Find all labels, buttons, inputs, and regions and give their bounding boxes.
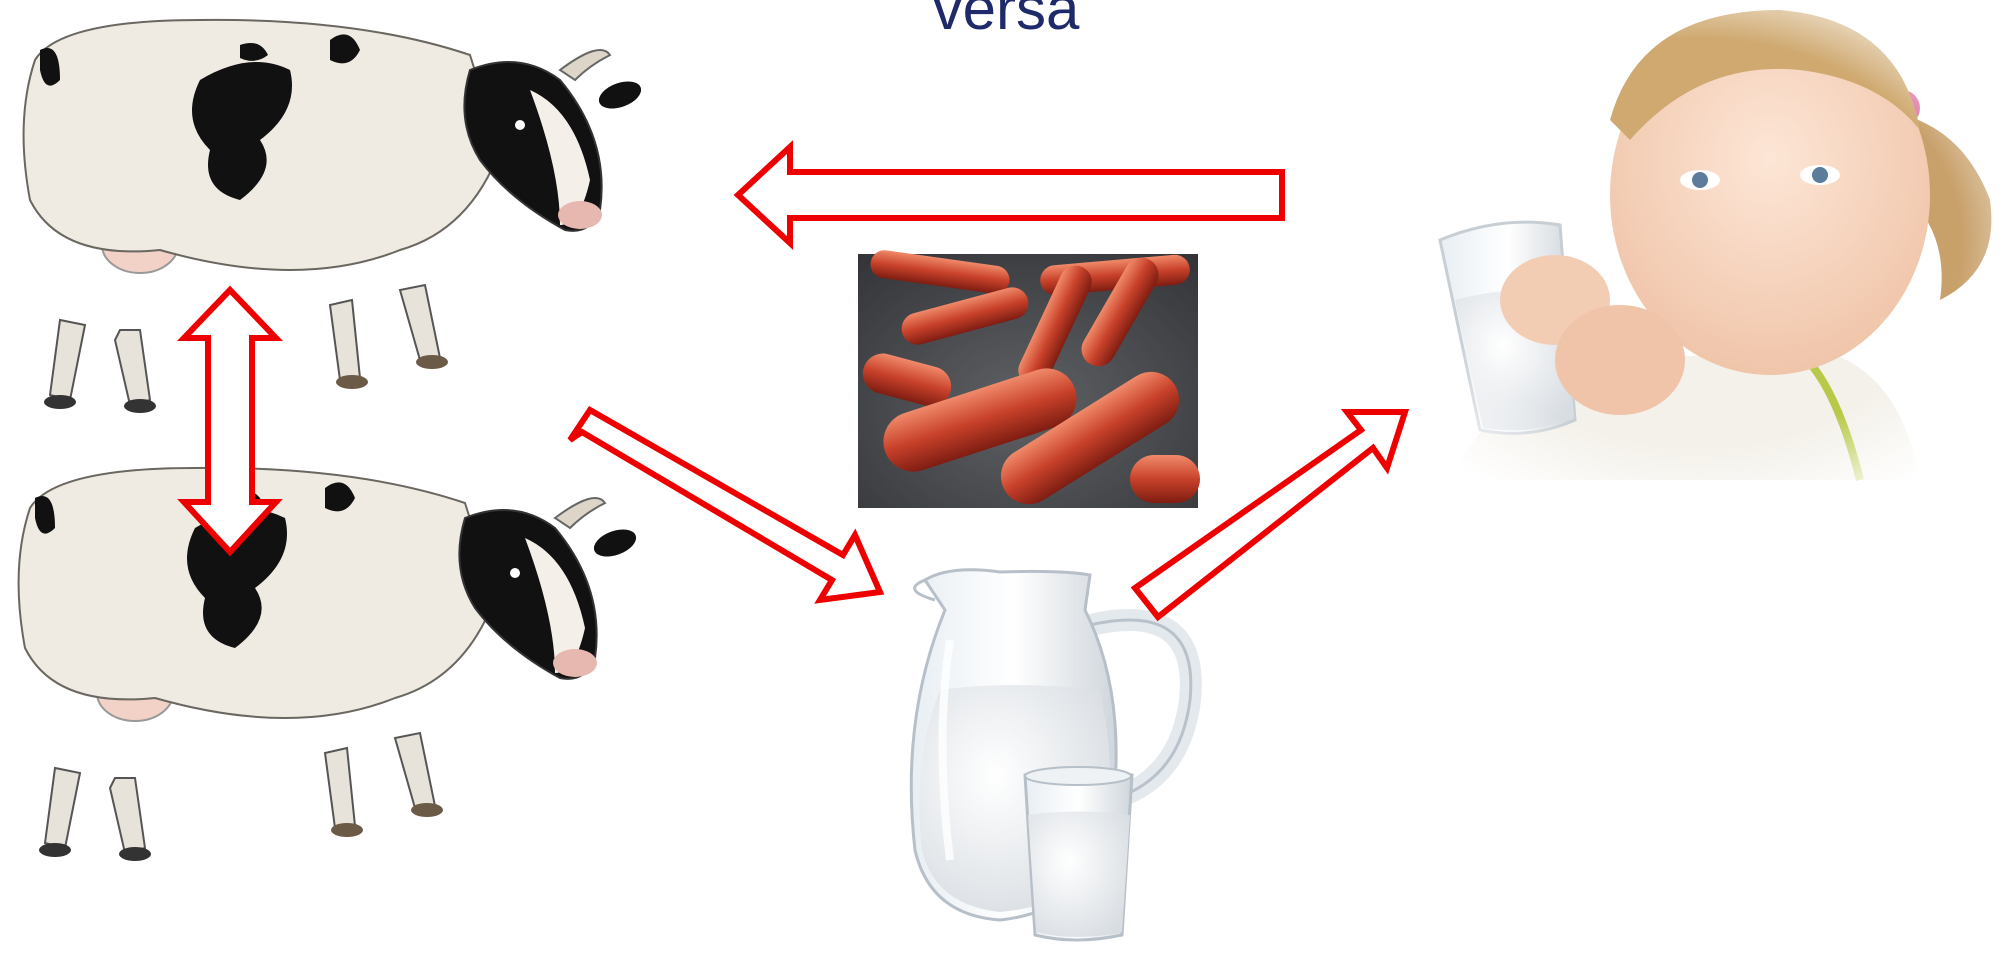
milk-image <box>911 570 1191 940</box>
arrow-cow-to-milk <box>570 410 880 600</box>
arrow-cows-bidirectional <box>184 290 276 552</box>
bacteria-image <box>858 248 1200 514</box>
cow-bottom-image <box>19 468 640 861</box>
child-image <box>1385 0 2012 485</box>
cow-top-image <box>24 20 645 413</box>
arrow-child-to-cow <box>738 147 1282 243</box>
